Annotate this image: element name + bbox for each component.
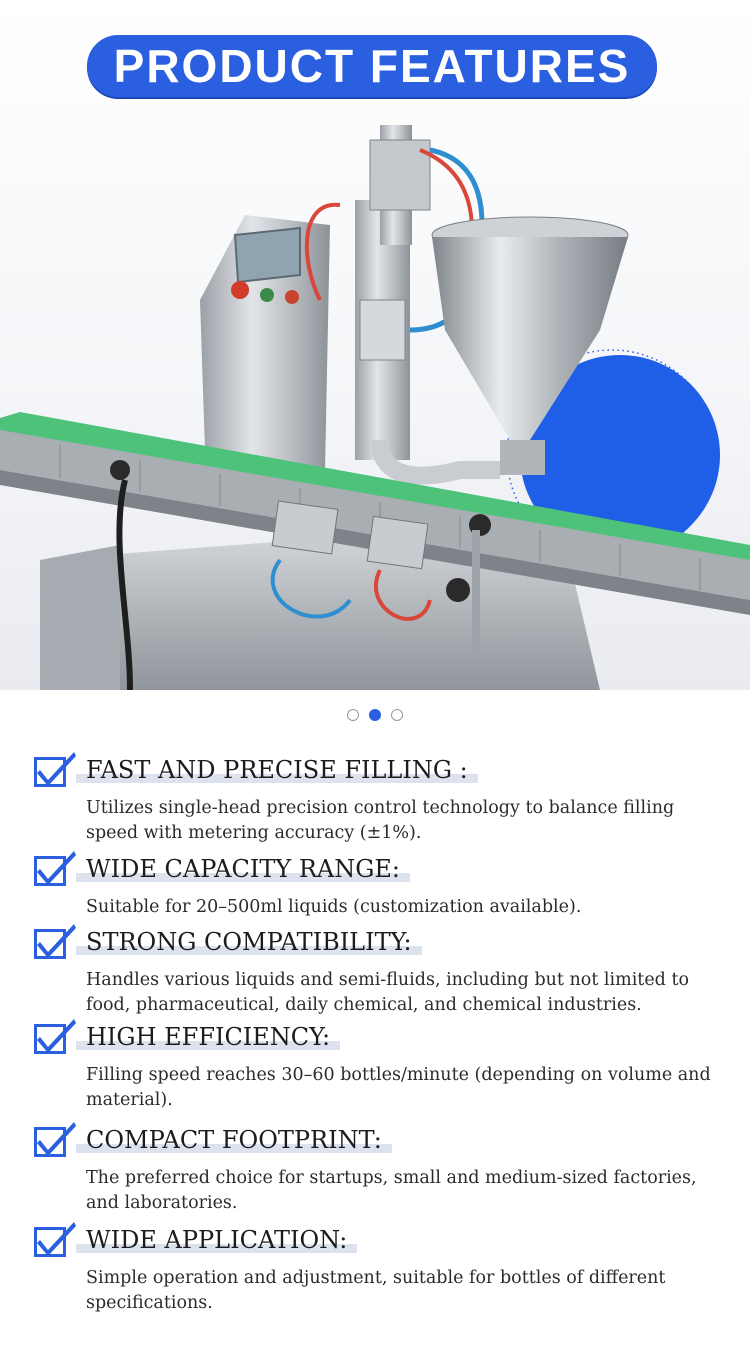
feature-description: Utilizes single-head precision control t…: [86, 798, 675, 843]
feature-item: WIDE CAPACITY RANGE: Suitable for 20–500…: [34, 849, 724, 917]
feature-item: COMPACT FOOTPRINT: The preferred choice …: [34, 1120, 724, 1213]
feature-title: FAST AND PRECISE FILLING :: [76, 756, 478, 784]
feature-item: HIGH EFFICIENCY: Filling speed reaches 3…: [34, 1017, 724, 1110]
carousel-dot-2[interactable]: [369, 709, 381, 721]
feature-description: The preferred choice for startups, small…: [86, 1168, 697, 1213]
feature-description: Filling speed reaches 30–60 bottles/minu…: [86, 1065, 711, 1110]
feature-description: Simple operation and adjustment, suitabl…: [86, 1268, 666, 1313]
checkmark-icon: [34, 752, 76, 787]
title-banner: PRODUCT FEATURES: [87, 35, 657, 97]
checkmark-icon: [34, 1122, 76, 1157]
feature-description: Handles various liquids and semi-fluids,…: [86, 970, 690, 1015]
feature-title: WIDE CAPACITY RANGE:: [75, 855, 411, 883]
feature-title: STRONG COMPATIBILITY:: [76, 928, 422, 956]
carousel-dot-3[interactable]: [391, 709, 403, 721]
feature-item: FAST AND PRECISE FILLING : Utilizes sing…: [34, 750, 724, 843]
feature-title: WIDE APPLICATION:: [75, 1226, 358, 1254]
feature-item: STRONG COMPATIBILITY: Handles various li…: [34, 922, 724, 1015]
carousel-indicators: [0, 709, 750, 723]
feature-title: HIGH EFFICIENCY:: [75, 1023, 341, 1051]
feature-title: COMPACT FOOTPRINT:: [76, 1126, 392, 1154]
blue-circle-decoration: [520, 355, 720, 555]
feature-item: WIDE APPLICATION: Simple operation and a…: [34, 1220, 724, 1313]
filling-machine-image: [0, 125, 750, 690]
checkmark-icon: [34, 1019, 76, 1054]
checkmark-icon: [34, 1222, 76, 1257]
feature-description: Suitable for 20–500ml liquids (customiza…: [86, 897, 582, 917]
page-title: PRODUCT FEATURES: [113, 40, 631, 92]
product-hero: PRODUCT FEATURES: [0, 0, 750, 690]
checkmark-icon: [34, 924, 76, 959]
checkmark-icon: [34, 851, 76, 886]
carousel-dot-1[interactable]: [347, 709, 359, 721]
